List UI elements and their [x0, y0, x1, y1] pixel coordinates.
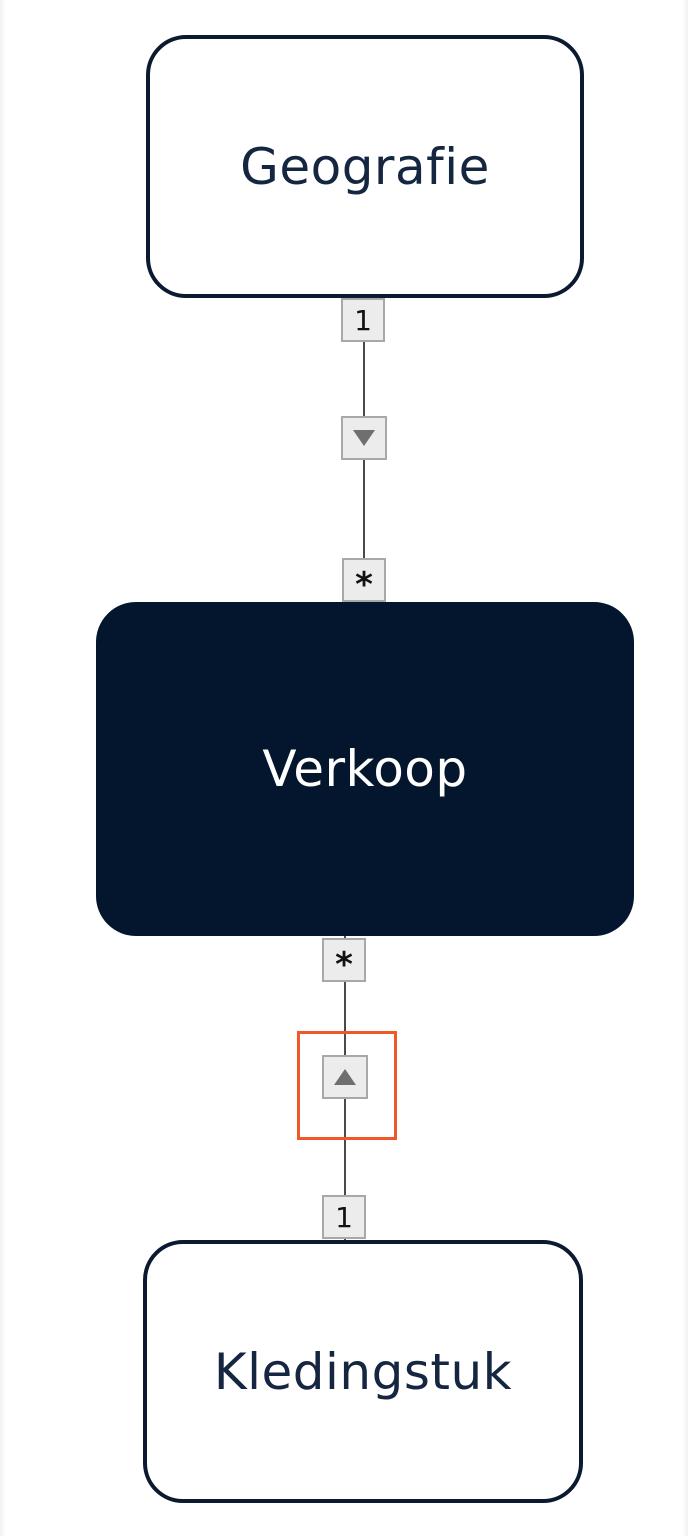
cardinality-badge-many: * — [322, 938, 366, 982]
entity-verkoop[interactable]: Verkoop — [96, 602, 634, 936]
cardinality-badge-one: 1 — [322, 1195, 366, 1239]
filter-direction-toggle[interactable] — [341, 416, 387, 460]
arrow-down-icon — [353, 430, 375, 446]
entity-label: Kledingstuk — [213, 1342, 513, 1401]
filter-direction-toggle[interactable] — [322, 1055, 368, 1099]
arrow-up-icon — [334, 1069, 356, 1085]
cardinality-badge-many: * — [342, 558, 386, 602]
entity-kledingstuk[interactable]: Kledingstuk — [143, 1240, 583, 1503]
right-edge-shade — [682, 0, 688, 1536]
entity-label: Geografie — [240, 137, 490, 196]
entity-geografie[interactable]: Geografie — [146, 35, 584, 298]
left-edge-shade — [0, 0, 6, 1536]
cardinality-badge-one: 1 — [341, 298, 385, 342]
entity-label: Verkoop — [262, 740, 468, 798]
highlight-box — [297, 1031, 397, 1140]
